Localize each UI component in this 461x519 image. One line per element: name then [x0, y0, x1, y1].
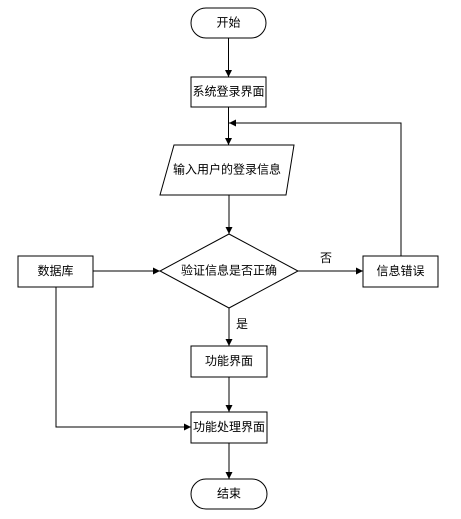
end-label: 结束 [217, 487, 241, 501]
start-label: 开始 [216, 16, 240, 30]
edge-label-no: 否 [320, 251, 332, 265]
login-screen-label: 系统登录界面 [192, 84, 264, 99]
function-processing-screen-node: 功能处理界面 [190, 411, 268, 444]
info-error-label: 信息错误 [376, 263, 424, 278]
function-screen-label: 功能界面 [205, 354, 253, 368]
function-processing-screen-label: 功能处理界面 [193, 420, 265, 434]
function-screen-node: 功能界面 [190, 345, 268, 378]
database-label: 数据库 [37, 263, 73, 278]
arrow-error-back-to-input [229, 119, 402, 256]
database-node: 数据库 [17, 255, 94, 288]
verify-info-decision: 验证信息是否正确 [158, 233, 300, 309]
verify-info-label: 验证信息是否正确 [181, 263, 277, 278]
arrow-database-to-processing [55, 287, 191, 431]
edge-label-yes: 是 [236, 317, 248, 331]
info-error-node: 信息错误 [362, 255, 439, 288]
end-node: 结束 [190, 478, 268, 510]
input-login-info-label: 输入用户的登录信息 [173, 162, 281, 177]
start-node: 开始 [190, 7, 267, 39]
input-login-info-node: 输入用户的登录信息 [159, 144, 295, 196]
login-screen-node: 系统登录界面 [190, 76, 267, 108]
